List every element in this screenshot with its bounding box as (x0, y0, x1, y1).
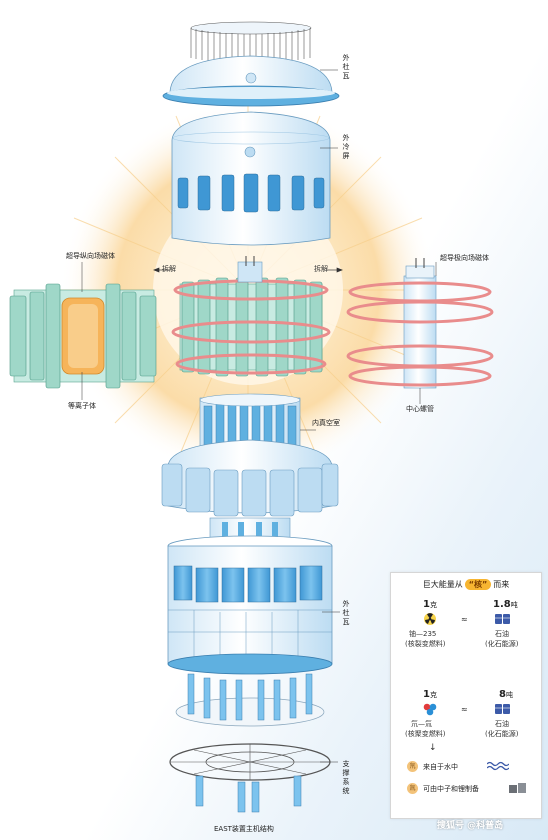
row1-left-note: (核裂变燃料) (405, 640, 446, 648)
fact2-text: 可由中子和锂制备 (423, 785, 479, 793)
label-outer-dewar-bottom: 外杜瓦 (342, 600, 350, 626)
row2-left-name: 氘—氚 (411, 720, 432, 728)
label-outer-cold-shield: 外冷屏 (342, 134, 350, 160)
row1-right-note: (化石能源) (485, 640, 519, 648)
panel-title: 巨大能量从“核”而来 (391, 579, 541, 590)
atom-icon (423, 703, 437, 716)
row1-left-amount: 1克 (423, 599, 437, 610)
outer-dewar-top (162, 21, 340, 107)
row2-left-note: (核聚变燃料) (405, 730, 446, 738)
tf-coil-assembly-left (9, 283, 157, 389)
support-system (169, 673, 331, 813)
label-split-left: 拆解 (162, 265, 176, 273)
pf-coil-assembly-right (346, 258, 494, 389)
row2-right-name: 石油 (495, 720, 509, 728)
row1-right-amount: 1.8吨 (493, 599, 518, 610)
label-plasma: 等离子体 (68, 402, 96, 410)
lithium-icon (509, 783, 526, 793)
row1-right-name: 石油 (495, 630, 509, 638)
watermark-credit: 搜狐号 @科普岛 (437, 821, 504, 831)
split-arrows (153, 267, 343, 273)
energy-comparison-panel: 巨大能量从“核”而来 1克 铀—235 (核裂变燃料) ≈ 1.8吨 石油 (化… (390, 572, 542, 819)
row2-left-amount: 1克 (423, 689, 437, 700)
fact1-text: 来自于水中 (423, 763, 458, 771)
coil-assembly-center (171, 256, 331, 377)
label-tf-coil: 超导纵向场磁体 (66, 252, 115, 260)
row2-right-amount: 8吨 (499, 689, 513, 700)
fact2-badge: 氚 (407, 783, 418, 794)
inner-vacuum-chamber (161, 393, 339, 555)
label-support-system: 支撑系统 (342, 760, 350, 795)
panel-title-pre: 巨大能量从 (422, 580, 463, 589)
row2-approx: ≈ (461, 705, 468, 714)
row1-approx: ≈ (461, 615, 468, 624)
down-arrow: ↓ (429, 743, 437, 753)
caption-east-structure: EAST装置主机结构 (214, 825, 274, 833)
label-inner-vacuum-chamber: 内真空室 (312, 419, 340, 427)
label-split-right: 拆解 (314, 265, 328, 273)
label-pf-coil: 超导极向场磁体 (440, 254, 489, 262)
central-solenoid-shape (403, 275, 437, 389)
label-central-solenoid: 中心螺管 (406, 405, 434, 413)
row1-left-name: 铀—235 (409, 630, 437, 638)
oil-barrel-icon (495, 704, 510, 714)
label-outer-dewar-top: 外杜瓦 (342, 54, 350, 80)
outer-cold-shield (171, 111, 331, 246)
panel-title-highlight: “核” (464, 579, 492, 590)
fact1-badge: 氘 (407, 761, 418, 772)
oil-barrel-icon (495, 614, 510, 624)
water-wave-icon (487, 761, 509, 771)
radiation-icon (424, 613, 436, 625)
row2-right-note: (化石能源) (485, 730, 519, 738)
panel-title-post: 而来 (493, 580, 510, 589)
outer-dewar-bottom (167, 535, 333, 675)
